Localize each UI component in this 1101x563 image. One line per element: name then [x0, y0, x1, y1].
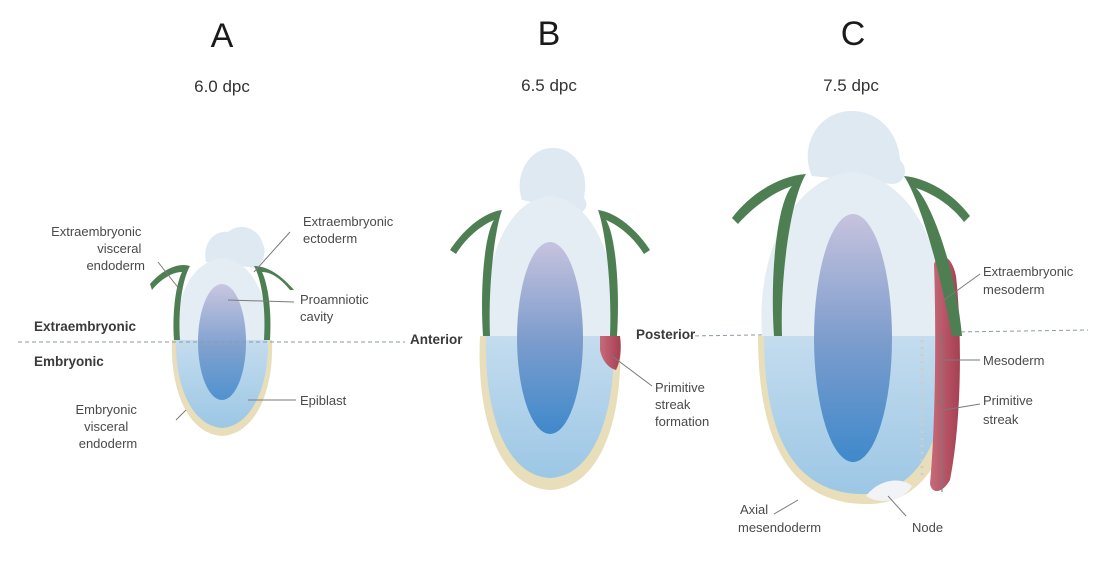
- label-proamniotic-cavity: Proamniotic cavity: [300, 292, 372, 324]
- region-extraembryonic-label: Extraembryonic: [34, 319, 137, 334]
- label-ex-mesoderm: Extraembryonic mesoderm: [983, 264, 1077, 297]
- panel-c-cavity: [814, 214, 892, 462]
- panel-c-stage: 7.5 dpc: [823, 76, 879, 95]
- region-embryonic-label: Embryonic: [34, 354, 104, 369]
- region-posterior-label: Posterior: [636, 327, 696, 342]
- panel-a-stage: 6.0 dpc: [194, 77, 250, 96]
- panel-b-stage: 6.5 dpc: [521, 76, 577, 95]
- label-ex-ectoderm: Extraembryonic ectoderm: [303, 214, 397, 246]
- panel-b-proamniotic-cavity: [517, 242, 583, 434]
- panel-c: C 7.5 dpc Extraembryonic mesoderm Mesode…: [732, 15, 1077, 535]
- leader-node: [888, 496, 906, 516]
- panel-c-letter: C: [841, 15, 866, 53]
- panel-b: B 6.5 dpc Primitive streak formation Ant…: [410, 15, 709, 490]
- leader-axial-mesendoderm: [774, 500, 798, 514]
- region-anterior-label: Anterior: [410, 332, 463, 347]
- panel-a-letter: A: [211, 17, 234, 55]
- panel-b-letter: B: [538, 15, 561, 53]
- label-node: Node: [912, 520, 943, 535]
- label-epiblast: Epiblast: [300, 393, 347, 408]
- label-ex-visceral-endoderm: Extraembryonic visceral endoderm: [51, 224, 145, 273]
- label-axial-mesendoderm: Axial mesendoderm: [738, 502, 821, 535]
- leader-em-visceral-endoderm: [176, 410, 186, 420]
- label-primitive-streak-formation: Primitive streak formation: [655, 380, 709, 429]
- label-mesoderm: Mesoderm: [983, 353, 1044, 368]
- label-em-visceral-endoderm: Embryonic visceral endoderm: [75, 402, 140, 451]
- label-primitive-streak: Primitive streak: [983, 393, 1036, 427]
- panel-a: A 6.0 dpc Extraembryonic visceral endode…: [34, 17, 397, 451]
